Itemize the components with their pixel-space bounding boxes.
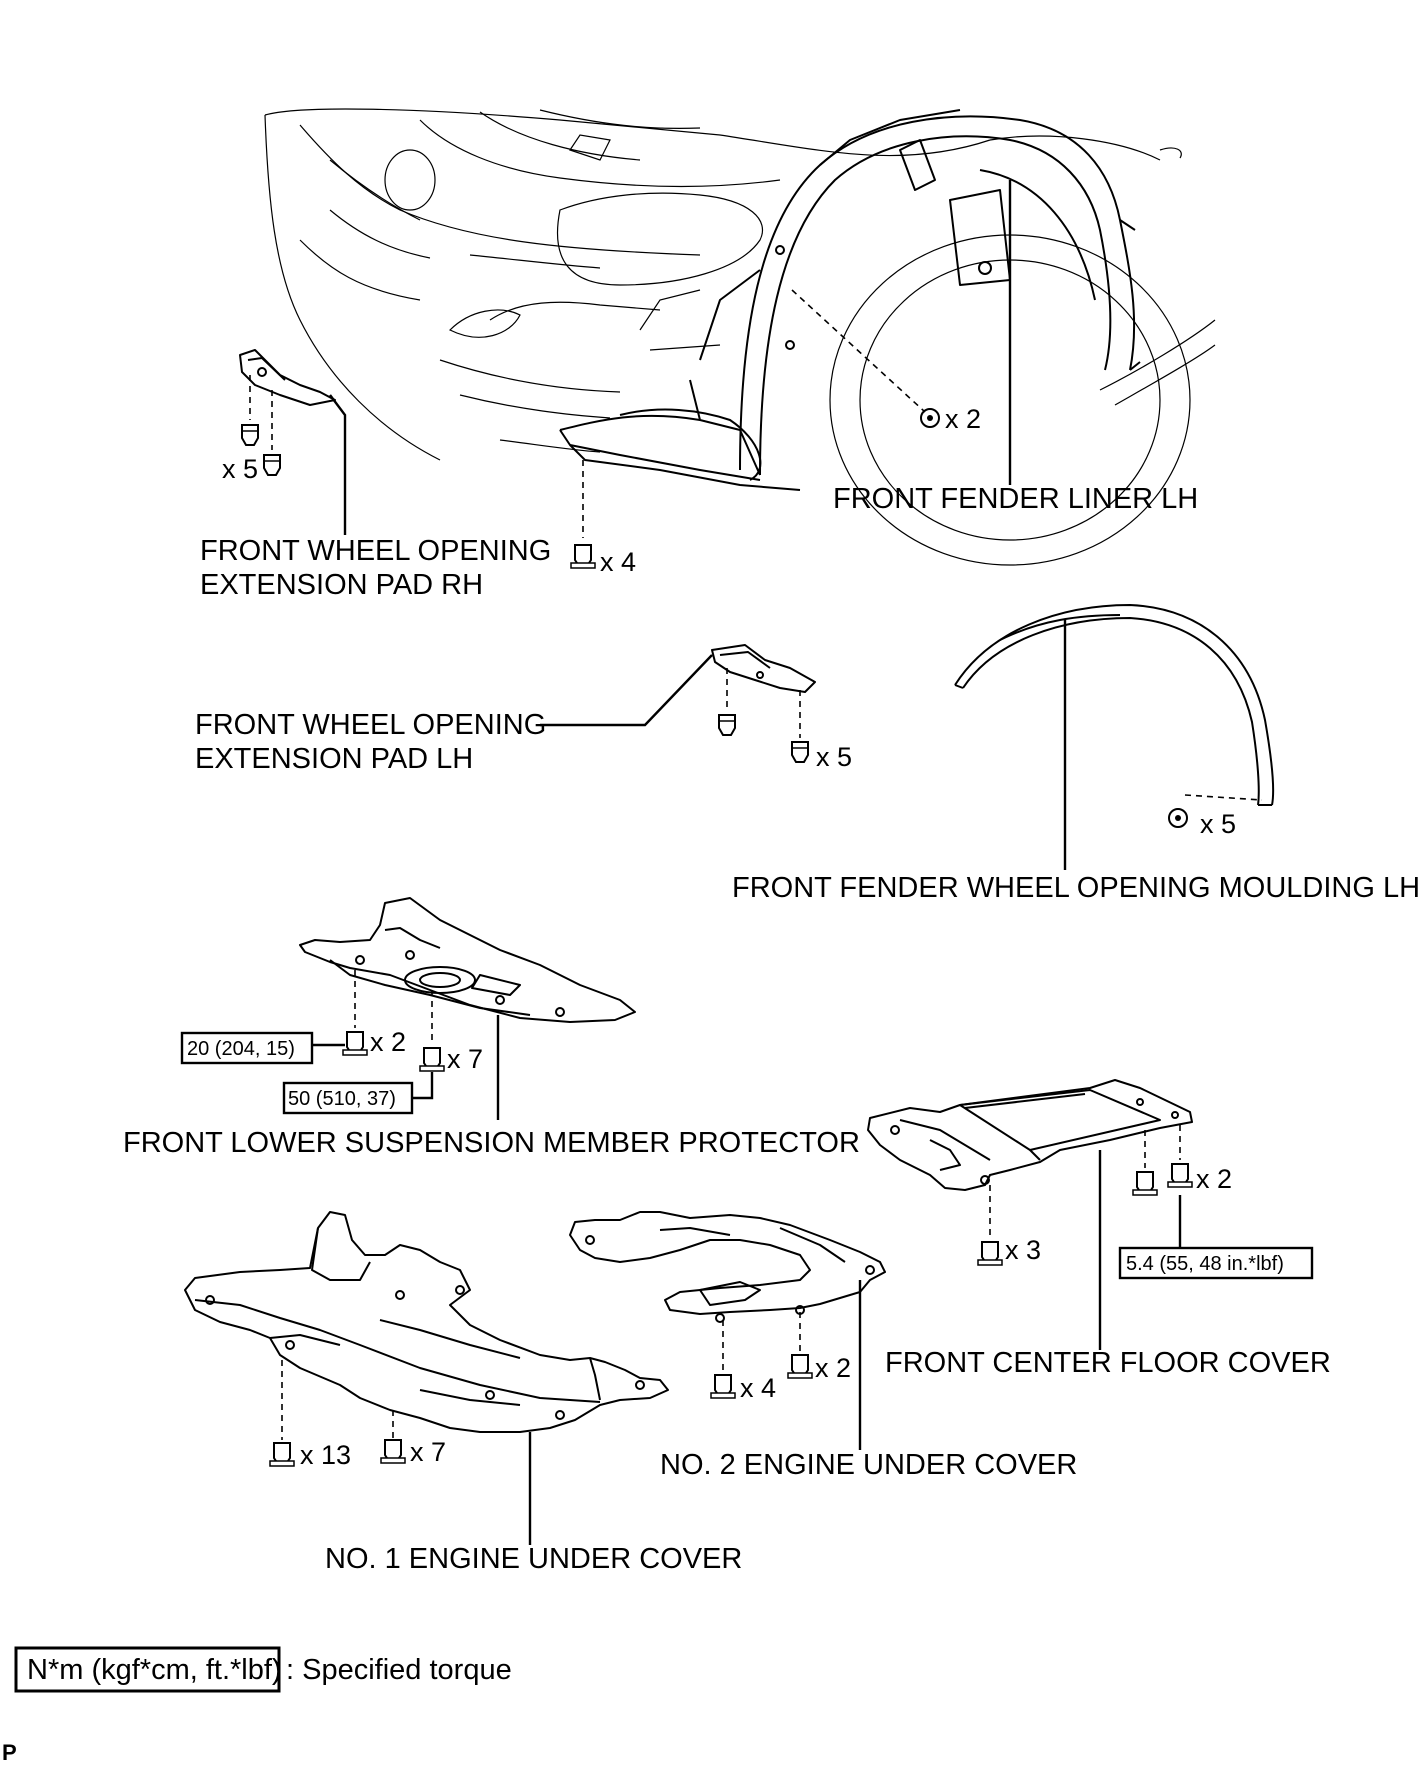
clip-icon <box>920 408 940 428</box>
label-wheel-opening-moulding-lh: FRONT FENDER WHEEL OPENING MOULDING LH <box>732 872 1420 904</box>
bolt-icon <box>710 1374 736 1399</box>
pad-rh-qty: x 5 <box>222 454 258 484</box>
front-lower-suspension-member-protector <box>299 897 636 1023</box>
label-no-1-engine-under-cover: NO. 1 ENGINE UNDER COVER <box>325 1543 742 1575</box>
bolt-icon <box>570 544 596 569</box>
bolt-icon <box>419 1047 445 1072</box>
screw-icon <box>241 424 259 446</box>
legend-box-text: N*m (kgf*cm, ft.*lbf) <box>27 1654 282 1686</box>
front-fender-liner-lh <box>559 109 1141 491</box>
extension-pad-rh <box>239 349 336 406</box>
legend-description: : Specified torque <box>286 1654 512 1686</box>
torque-box-protector-a: 20 (204, 15) <box>180 1031 314 1065</box>
liner-bolts-qty: x 4 <box>600 547 636 577</box>
no1-bolts-b-qty: x 7 <box>410 1437 446 1467</box>
label-ext-pad-rh-line1: FRONT WHEEL OPENING <box>200 535 551 567</box>
svg-text:50 (510, 37): 50 (510, 37) <box>288 1088 396 1110</box>
label-no-2-engine-under-cover: NO. 2 ENGINE UNDER COVER <box>660 1449 1077 1481</box>
label-front-center-floor-cover: FRONT CENTER FLOOR COVER <box>885 1347 1331 1379</box>
moulding-clips-qty: x 5 <box>1200 809 1236 839</box>
label-front-lower-suspension-member-protector: FRONT LOWER SUSPENSION MEMBER PROTECTOR <box>123 1127 860 1159</box>
label-ext-pad-rh-line2: EXTENSION PAD RH <box>200 569 483 601</box>
bolt-icon <box>977 1241 1003 1266</box>
bolt-icon <box>1132 1171 1158 1196</box>
clip-icon <box>1168 808 1188 828</box>
liner-clip-qty: x 2 <box>945 404 981 434</box>
label-front-fender-liner-lh: FRONT FENDER LINER LH <box>833 483 1198 515</box>
corner-mark: P <box>2 1740 17 1763</box>
no1-bolts-a-qty: x 13 <box>300 1440 351 1470</box>
no-2-engine-under-cover <box>569 1211 886 1323</box>
no2-bolts-b-qty: x 2 <box>815 1353 851 1383</box>
extension-pad-lh <box>711 644 816 693</box>
bolt-icon <box>342 1031 368 1056</box>
protector-bolts-b-qty: x 7 <box>447 1044 483 1074</box>
pad-lh-qty: x 5 <box>816 742 852 772</box>
bolt-icon <box>1167 1163 1193 1188</box>
screw-icon <box>791 741 809 763</box>
screw-icon <box>718 714 736 736</box>
bolt-icon <box>269 1442 295 1467</box>
label-ext-pad-lh-line2: EXTENSION PAD LH <box>195 743 473 775</box>
no-1-engine-under-cover <box>184 1211 669 1433</box>
bolt-icon <box>380 1439 406 1464</box>
label-ext-pad-lh-line1: FRONT WHEEL OPENING <box>195 709 546 741</box>
torque-legend: N*m (kgf*cm, ft.*lbf) : Specified torque <box>14 1646 512 1693</box>
svg-text:5.4 (55, 48 in.*lbf): 5.4 (55, 48 in.*lbf) <box>1126 1253 1284 1275</box>
vehicle-front-outline <box>264 108 1216 461</box>
bolt-icon <box>787 1354 813 1379</box>
protector-bolts-a-qty: x 2 <box>370 1027 406 1057</box>
torque-box-floor: 5.4 (55, 48 in.*lbf) <box>1118 1246 1314 1280</box>
svg-text:20 (204, 15): 20 (204, 15) <box>187 1038 295 1060</box>
floor-bolts-b-qty: x 3 <box>1005 1235 1041 1265</box>
floor-bolts-a-qty: x 2 <box>1196 1164 1232 1194</box>
no2-bolts-a-qty: x 4 <box>740 1373 776 1403</box>
screw-icon <box>263 454 281 476</box>
front-center-floor-cover <box>867 1079 1193 1191</box>
wheel-opening-moulding-lh <box>954 604 1275 806</box>
torque-box-protector-b: 50 (510, 37) <box>282 1081 414 1115</box>
